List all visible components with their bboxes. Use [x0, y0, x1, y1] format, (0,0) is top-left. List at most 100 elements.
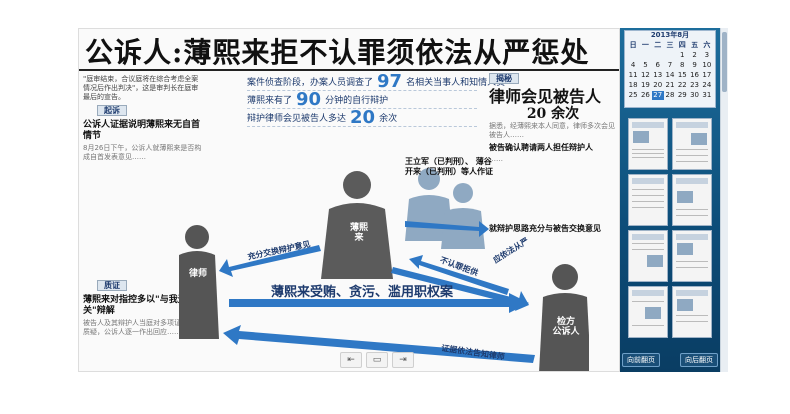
- section-title-1: 公诉人证据说明薄熙来无自首情节: [83, 120, 201, 141]
- calendar-day[interactable]: 26: [640, 91, 650, 99]
- stat-number: 90: [296, 89, 322, 110]
- calendar-day[interactable]: 30: [690, 91, 700, 99]
- page-headline: 公诉人:薄熙来拒不认罪须依法从严惩处: [85, 36, 590, 69]
- calendar-day[interactable]: 3: [704, 51, 710, 59]
- relationship-diagram: 薄熙来 王立军（已判刑）、 薄谷开来（已判刑）等人作证 律师 检方 公诉人 充分…: [175, 149, 591, 371]
- last-page-button[interactable]: ⇥: [392, 352, 414, 368]
- thumbnail-page[interactable]: [628, 174, 668, 226]
- calendar-day[interactable]: 21: [665, 81, 675, 89]
- calendar-weekday: 日: [629, 41, 637, 49]
- calendar-day[interactable]: 7: [667, 61, 673, 69]
- calendar-day[interactable]: 5: [643, 61, 648, 69]
- sidebar-scrollbar[interactable]: [720, 28, 728, 372]
- calendar-day[interactable]: 27: [651, 91, 664, 100]
- left-column: "庭审结束，合议庭将在综合考虑全案情况后作出判决"，这是审判长在庭审最后的宣告。…: [83, 75, 203, 337]
- calendar-day[interactable]: 11: [628, 71, 638, 79]
- left-intro: "庭审结束，合议庭将在综合考虑全案情况后作出判决"，这是审判长在庭审最后的宣告。: [83, 75, 199, 101]
- arrows: [219, 221, 535, 363]
- thumbnail-page[interactable]: [628, 286, 668, 338]
- witness-figures: [405, 168, 485, 249]
- prosecutor-figure: [539, 264, 591, 371]
- calendar-blank: [664, 51, 676, 60]
- calendar-blank: [627, 51, 639, 60]
- thumbnail-page[interactable]: [672, 174, 712, 226]
- calendar-day[interactable]: 1: [680, 51, 685, 59]
- thumbnail-page[interactable]: [672, 286, 712, 338]
- stat-text: 分钟的自行辩护: [325, 96, 389, 106]
- calendar-day[interactable]: 24: [702, 81, 712, 89]
- thumbnail-page[interactable]: [672, 118, 712, 170]
- calendar-day[interactable]: 6: [655, 61, 660, 69]
- stat-row-1: 案件侦查阶段，办案人员调查了 97 名相关当事人和知情人员: [247, 71, 505, 92]
- right-headline: 律师会见被告人: [489, 87, 602, 106]
- stat-text: 薄熙来有了: [247, 96, 293, 106]
- page-view-button[interactable]: ▭: [366, 352, 388, 368]
- calendar-day[interactable]: 13: [653, 71, 663, 79]
- viewer-toolbar: ⇤ ▭ ⇥: [340, 350, 430, 370]
- defendant-label: 薄熙来: [349, 223, 368, 243]
- section-body-1: 8月26日下午，公诉人就薄熙来是否构成自首发表意见……: [83, 144, 202, 161]
- right-column: 揭秘 律师会见被告人 20 余次 据悉，经薄熙来本人同意，律师多次会见被告人………: [489, 73, 617, 236]
- first-page-button[interactable]: ⇤: [340, 352, 362, 368]
- thumbnail-page[interactable]: [628, 118, 668, 170]
- calendar-day[interactable]: 17: [702, 71, 712, 79]
- section-title-2: 薄熙来对指控多以"与我无关"辩解: [83, 295, 187, 316]
- calendar-day[interactable]: 8: [680, 61, 685, 69]
- right-section-1: 被告确认聘请两人担任辩护人: [489, 143, 593, 152]
- calendar-day[interactable]: 20: [653, 81, 663, 89]
- stat-number: 97: [377, 71, 403, 92]
- calendar-day[interactable]: 16: [690, 71, 700, 79]
- stat-number: 20: [350, 107, 376, 128]
- calendar-day[interactable]: 14: [665, 71, 675, 79]
- section-body-2: 被告人及其辩护人当庭对多项证据提出质疑，公诉人逐一作出回应……: [83, 319, 202, 336]
- thumbnail-page[interactable]: [628, 230, 668, 282]
- calendar-day[interactable]: 19: [640, 81, 650, 89]
- lawyer-label: 律师: [188, 269, 207, 279]
- calendar-day[interactable]: 31: [702, 91, 712, 99]
- thumbnail-page[interactable]: [672, 230, 712, 282]
- calendar-weekday: 一: [641, 41, 649, 49]
- calendar-day[interactable]: 9: [692, 61, 697, 69]
- calendar-day[interactable]: 15: [677, 71, 687, 79]
- defendant-figure: [321, 171, 393, 279]
- calendar-day[interactable]: 23: [690, 81, 700, 89]
- calendar-weekday: 二: [654, 41, 662, 49]
- stat-text: 余次: [379, 114, 398, 124]
- calendar-day[interactable]: 28: [665, 91, 675, 99]
- calendar-day[interactable]: 12: [640, 71, 650, 79]
- calendar-day[interactable]: 10: [702, 61, 712, 69]
- calendar-weekday: 三: [666, 41, 674, 49]
- calendar-weekday: 五: [691, 41, 699, 49]
- calendar-day[interactable]: 29: [677, 91, 687, 99]
- page-thumbnails: [626, 116, 714, 340]
- calendar-weekday: 六: [703, 41, 711, 49]
- stats-box: 案件侦查阶段，办案人员调查了 97 名相关当事人和知情人员 薄熙来有了 90 分…: [247, 71, 505, 128]
- right-body-1: ……: [489, 155, 503, 163]
- calendar-day[interactable]: 2: [692, 51, 697, 59]
- scrollbar-thumb[interactable]: [722, 32, 727, 92]
- diagram-svg: [175, 168, 591, 371]
- witness-names: 王立军（已判刑）、 薄谷开来（已判刑）等人作证: [405, 157, 493, 176]
- calendar-blank: [652, 51, 664, 60]
- page-nav: 向前翻页 向后翻页: [620, 350, 720, 370]
- stat-row-3: 辩护律师会见被告人多达 20 余次: [247, 107, 477, 128]
- section-tag-prosecution: 起诉: [97, 105, 127, 116]
- calendar-weekday: 四: [678, 41, 686, 49]
- prev-page-button[interactable]: 向前翻页: [622, 353, 660, 367]
- right-subheadline: 20 余次: [526, 106, 580, 122]
- calendar-day[interactable]: 25: [628, 91, 638, 99]
- newspaper-page[interactable]: 公诉人:薄熙来拒不认罪须依法从严惩处 "庭审结束，合议庭将在综合考虑全案情况后作…: [78, 28, 620, 372]
- section-tag-crossexam: 质证: [97, 280, 127, 291]
- stat-text: 辩护律师会见被告人多达: [247, 114, 347, 124]
- calendar-day[interactable]: 4: [630, 61, 636, 69]
- lawyer-figure: [175, 225, 219, 339]
- calendar-day[interactable]: 18: [628, 81, 638, 89]
- stat-text: 名相关当事人和知情人员: [406, 78, 506, 88]
- prosecutor-label: 检方 公诉人: [552, 317, 580, 337]
- next-page-button[interactable]: 向后翻页: [680, 353, 718, 367]
- calendar-day[interactable]: 22: [677, 81, 687, 89]
- headline-rule: [79, 69, 619, 71]
